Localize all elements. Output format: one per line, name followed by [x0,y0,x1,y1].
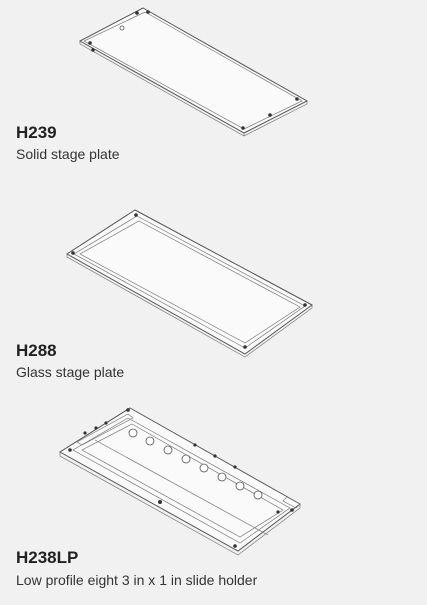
product-code: H239 [16,123,57,142]
product-h238lp: H238LP Low profile eight 3 in x 1 in sli… [0,400,427,605]
product-description: Low profile eight 3 in x 1 in slide hold… [16,572,258,588]
product-h288: H288 Glass stage plate [0,190,427,390]
glass-stage-plate-illustration [66,209,313,358]
product-description: Solid stage plate [16,146,120,162]
product-code: H238LP [16,548,79,567]
product-code: H288 [16,341,57,360]
solid-stage-plate-illustration [78,7,309,137]
product-h239: H239 Solid stage plate [0,0,427,170]
product-description: Glass stage plate [16,364,125,380]
slide-clips [128,428,263,500]
slide-holder-illustration [59,407,301,556]
